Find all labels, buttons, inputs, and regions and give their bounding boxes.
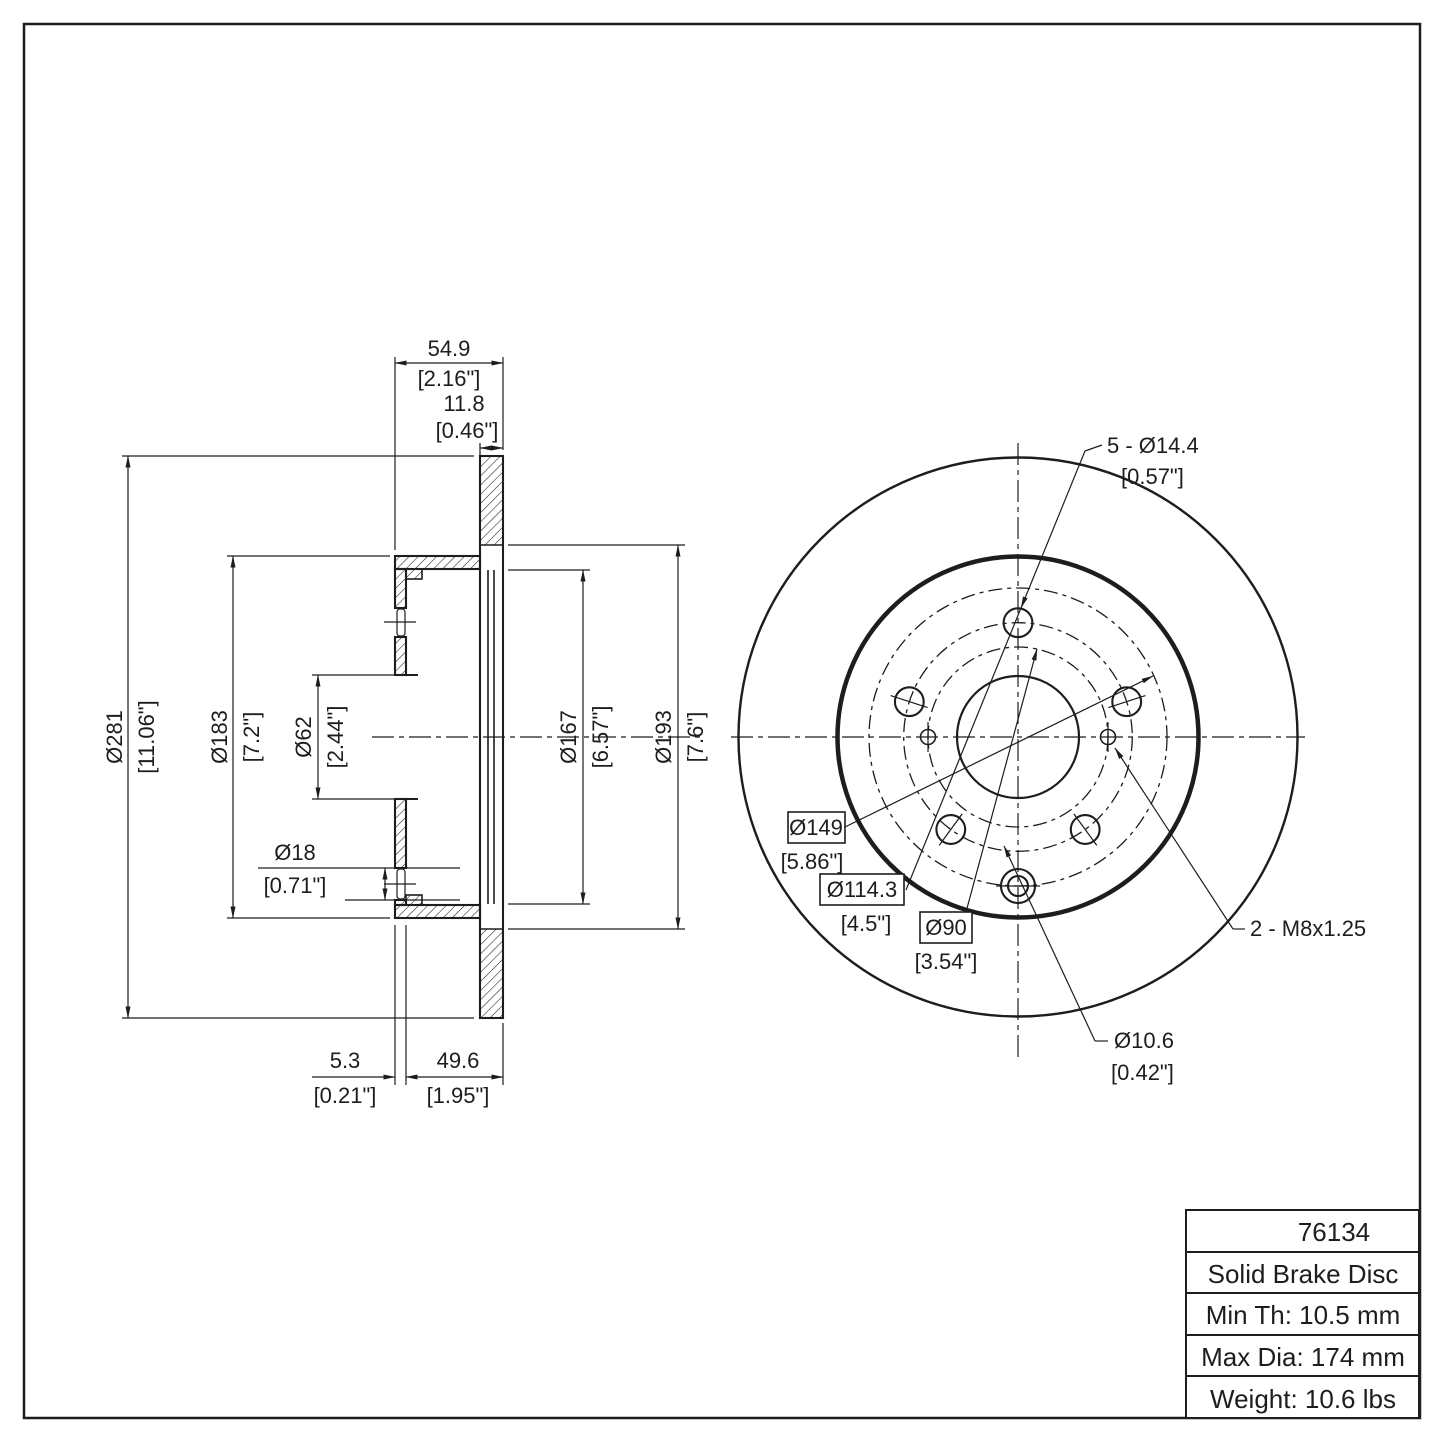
weight: Weight: 10.6 lbs xyxy=(1210,1384,1396,1414)
dim-label: 11.8 xyxy=(443,391,484,416)
label-bc90: Ø90 [3.54"] xyxy=(915,648,1038,974)
bc149-label-inch: [5.86"] xyxy=(781,849,844,874)
label-screw-hole: Ø10.6 [0.42"] xyxy=(1003,845,1174,1085)
dim-label-inch: [0.71"] xyxy=(264,873,327,898)
bc149-label: Ø149 xyxy=(789,815,843,840)
dim-label: Ø18 xyxy=(274,840,316,865)
dim-label-inch: [6.57"] xyxy=(588,706,613,769)
dim-label: 49.6 xyxy=(437,1048,480,1073)
dim-disc-thickness: 11.8 [0.46"] xyxy=(436,391,504,456)
dim-label: 5.3 xyxy=(330,1048,361,1073)
bc114-label: Ø114.3 xyxy=(827,877,898,902)
thread-label: 2 - M8x1.25 xyxy=(1250,916,1366,941)
dim-outer-diameter: Ø281 [11.06"] xyxy=(102,455,474,1019)
bc114-label-inch: [4.5"] xyxy=(841,911,892,936)
center-bore-circle xyxy=(955,674,1081,800)
screw-hole-label-inch: [0.42"] xyxy=(1111,1060,1174,1085)
dim-friction-inner: Ø167 [6.57"] xyxy=(508,569,613,905)
title-block: 76134 Solid Brake Disc Min Th: 10.5 mm M… xyxy=(1185,1209,1420,1419)
label-lug-holes: 5 - Ø14.4 [0.57"] xyxy=(905,433,1199,891)
dim-hat-outer: Ø193 [7.6"] xyxy=(508,544,708,930)
dim-label-inch: [11.06"] xyxy=(134,700,159,773)
section-view: 54.9 [2.16"] 11.8 [0.46"] Ø281 [11.06"] … xyxy=(102,336,708,1108)
dim-hole-diameter: Ø18 [0.71"] xyxy=(258,840,460,901)
dim-label: Ø193 xyxy=(651,710,676,764)
dim-label: Ø281 xyxy=(102,710,127,764)
part-number: 76134 xyxy=(1298,1217,1370,1247)
lug-holes xyxy=(890,607,1146,846)
dim-label-inch: [0.21"] xyxy=(314,1083,377,1108)
hat-circle xyxy=(835,554,1201,920)
dim-label: Ø167 xyxy=(556,710,581,764)
dim-center-bore: Ø62 [2.44"] xyxy=(291,674,395,800)
front-view: 5 - Ø14.4 [0.57"] Ø149 [5.86"] Ø114.3 [4… xyxy=(731,433,1366,1085)
sheet-border xyxy=(22,22,1422,1420)
max-diameter: Max Dia: 174 mm xyxy=(1201,1342,1405,1372)
dim-label-inch: [2.44"] xyxy=(323,706,348,769)
dim-label: 54.9 xyxy=(428,336,471,361)
dim-label-inch: [1.95"] xyxy=(427,1083,490,1108)
screw-hole-label: Ø10.6 xyxy=(1114,1028,1174,1053)
label-bc114: Ø114.3 [4.5"] xyxy=(819,873,905,936)
bc114-box xyxy=(819,873,905,906)
bc149-box xyxy=(787,811,846,844)
bolt-circle-114 xyxy=(903,622,1133,852)
dim-label-inch: [7.2"] xyxy=(239,712,264,763)
dim-mount-thickness: 5.3 [0.21"] xyxy=(312,925,504,1108)
bc90-label: Ø90 xyxy=(925,915,967,940)
dim-label: Ø183 xyxy=(207,710,232,764)
dim-overall-width: 54.9 [2.16"] xyxy=(394,336,504,550)
friction-disc-outline xyxy=(478,454,505,1020)
dim-label-inch: [2.16"] xyxy=(418,366,481,391)
dim-label-inch: [0.46"] xyxy=(436,418,499,443)
lug-hole-label-inch: [0.57"] xyxy=(1121,464,1184,489)
dim-hat-depth: 49.6 [1.95"] xyxy=(405,1048,504,1108)
dim-label: Ø62 xyxy=(291,716,316,758)
label-thread: 2 - M8x1.25 xyxy=(1114,747,1366,941)
min-thickness: Min Th: 10.5 mm xyxy=(1206,1300,1401,1330)
lug-hole-label: 5 - Ø14.4 xyxy=(1107,433,1199,458)
part-name: Solid Brake Disc xyxy=(1208,1259,1399,1289)
bc90-box xyxy=(919,911,973,944)
service-holes xyxy=(919,722,1117,752)
disc-outer-circle xyxy=(737,456,1299,1018)
label-bc149: Ø149 [5.86"] xyxy=(781,675,1154,874)
dim-label-inch: [7.6"] xyxy=(683,712,708,763)
dim-hat-diameter: Ø183 [7.2"] xyxy=(207,555,390,919)
bc90-label-inch: [3.54"] xyxy=(915,949,978,974)
